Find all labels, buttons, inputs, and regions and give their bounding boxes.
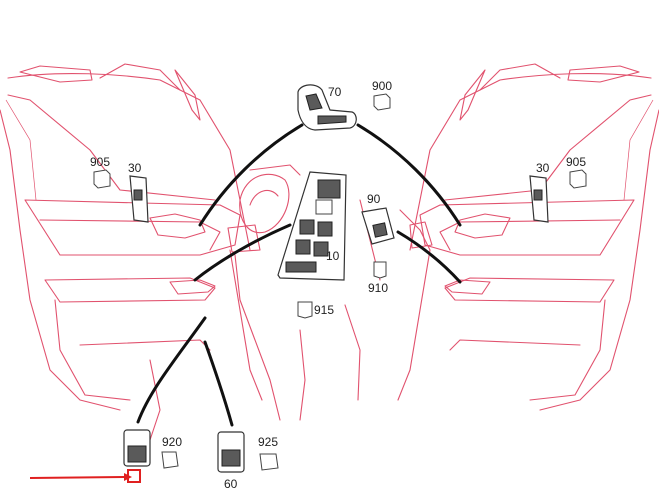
memory-switch-30-left [129,175,149,223]
connector-905-left [93,169,111,189]
connector-905-right [569,169,587,189]
label-10: 10 [326,249,340,263]
leader-70-left [198,123,304,227]
label-915: 915 [314,303,334,317]
left-door-outline [0,63,263,441]
label-90: 90 [367,192,381,206]
switch-920 [123,429,151,467]
label-30-left: 30 [128,161,142,175]
connector-925 [259,453,279,471]
connector-920 [161,451,179,469]
passenger-window-switch-90 [361,207,395,245]
leader-lines [136,123,462,427]
connector-915 [297,301,313,319]
leader-70-right [356,123,462,227]
label-920: 920 [162,435,182,449]
label-900: 900 [372,79,392,93]
leader-920 [136,316,207,424]
right-door-outline [397,63,659,411]
leader-10 [193,223,292,282]
memory-switch-30-right [529,175,549,223]
seat-switch-70 [297,84,357,131]
highlight-marker [29,469,141,483]
label-60: 60 [224,477,238,491]
connector-910 [373,261,387,279]
label-905-right: 905 [566,155,586,169]
window-switch-panel-10 [277,171,347,281]
label-70: 70 [328,85,342,99]
leader-60 [203,340,234,427]
label-905-left: 905 [90,155,110,169]
label-925: 925 [258,435,278,449]
connector-900 [373,93,391,111]
label-910: 910 [368,281,388,295]
label-30-right: 30 [536,161,550,175]
part-labels: 70 900 905 30 30 905 90 10 915 910 920 9… [90,79,586,491]
switch-60 [217,431,245,473]
leader-90 [396,230,462,284]
